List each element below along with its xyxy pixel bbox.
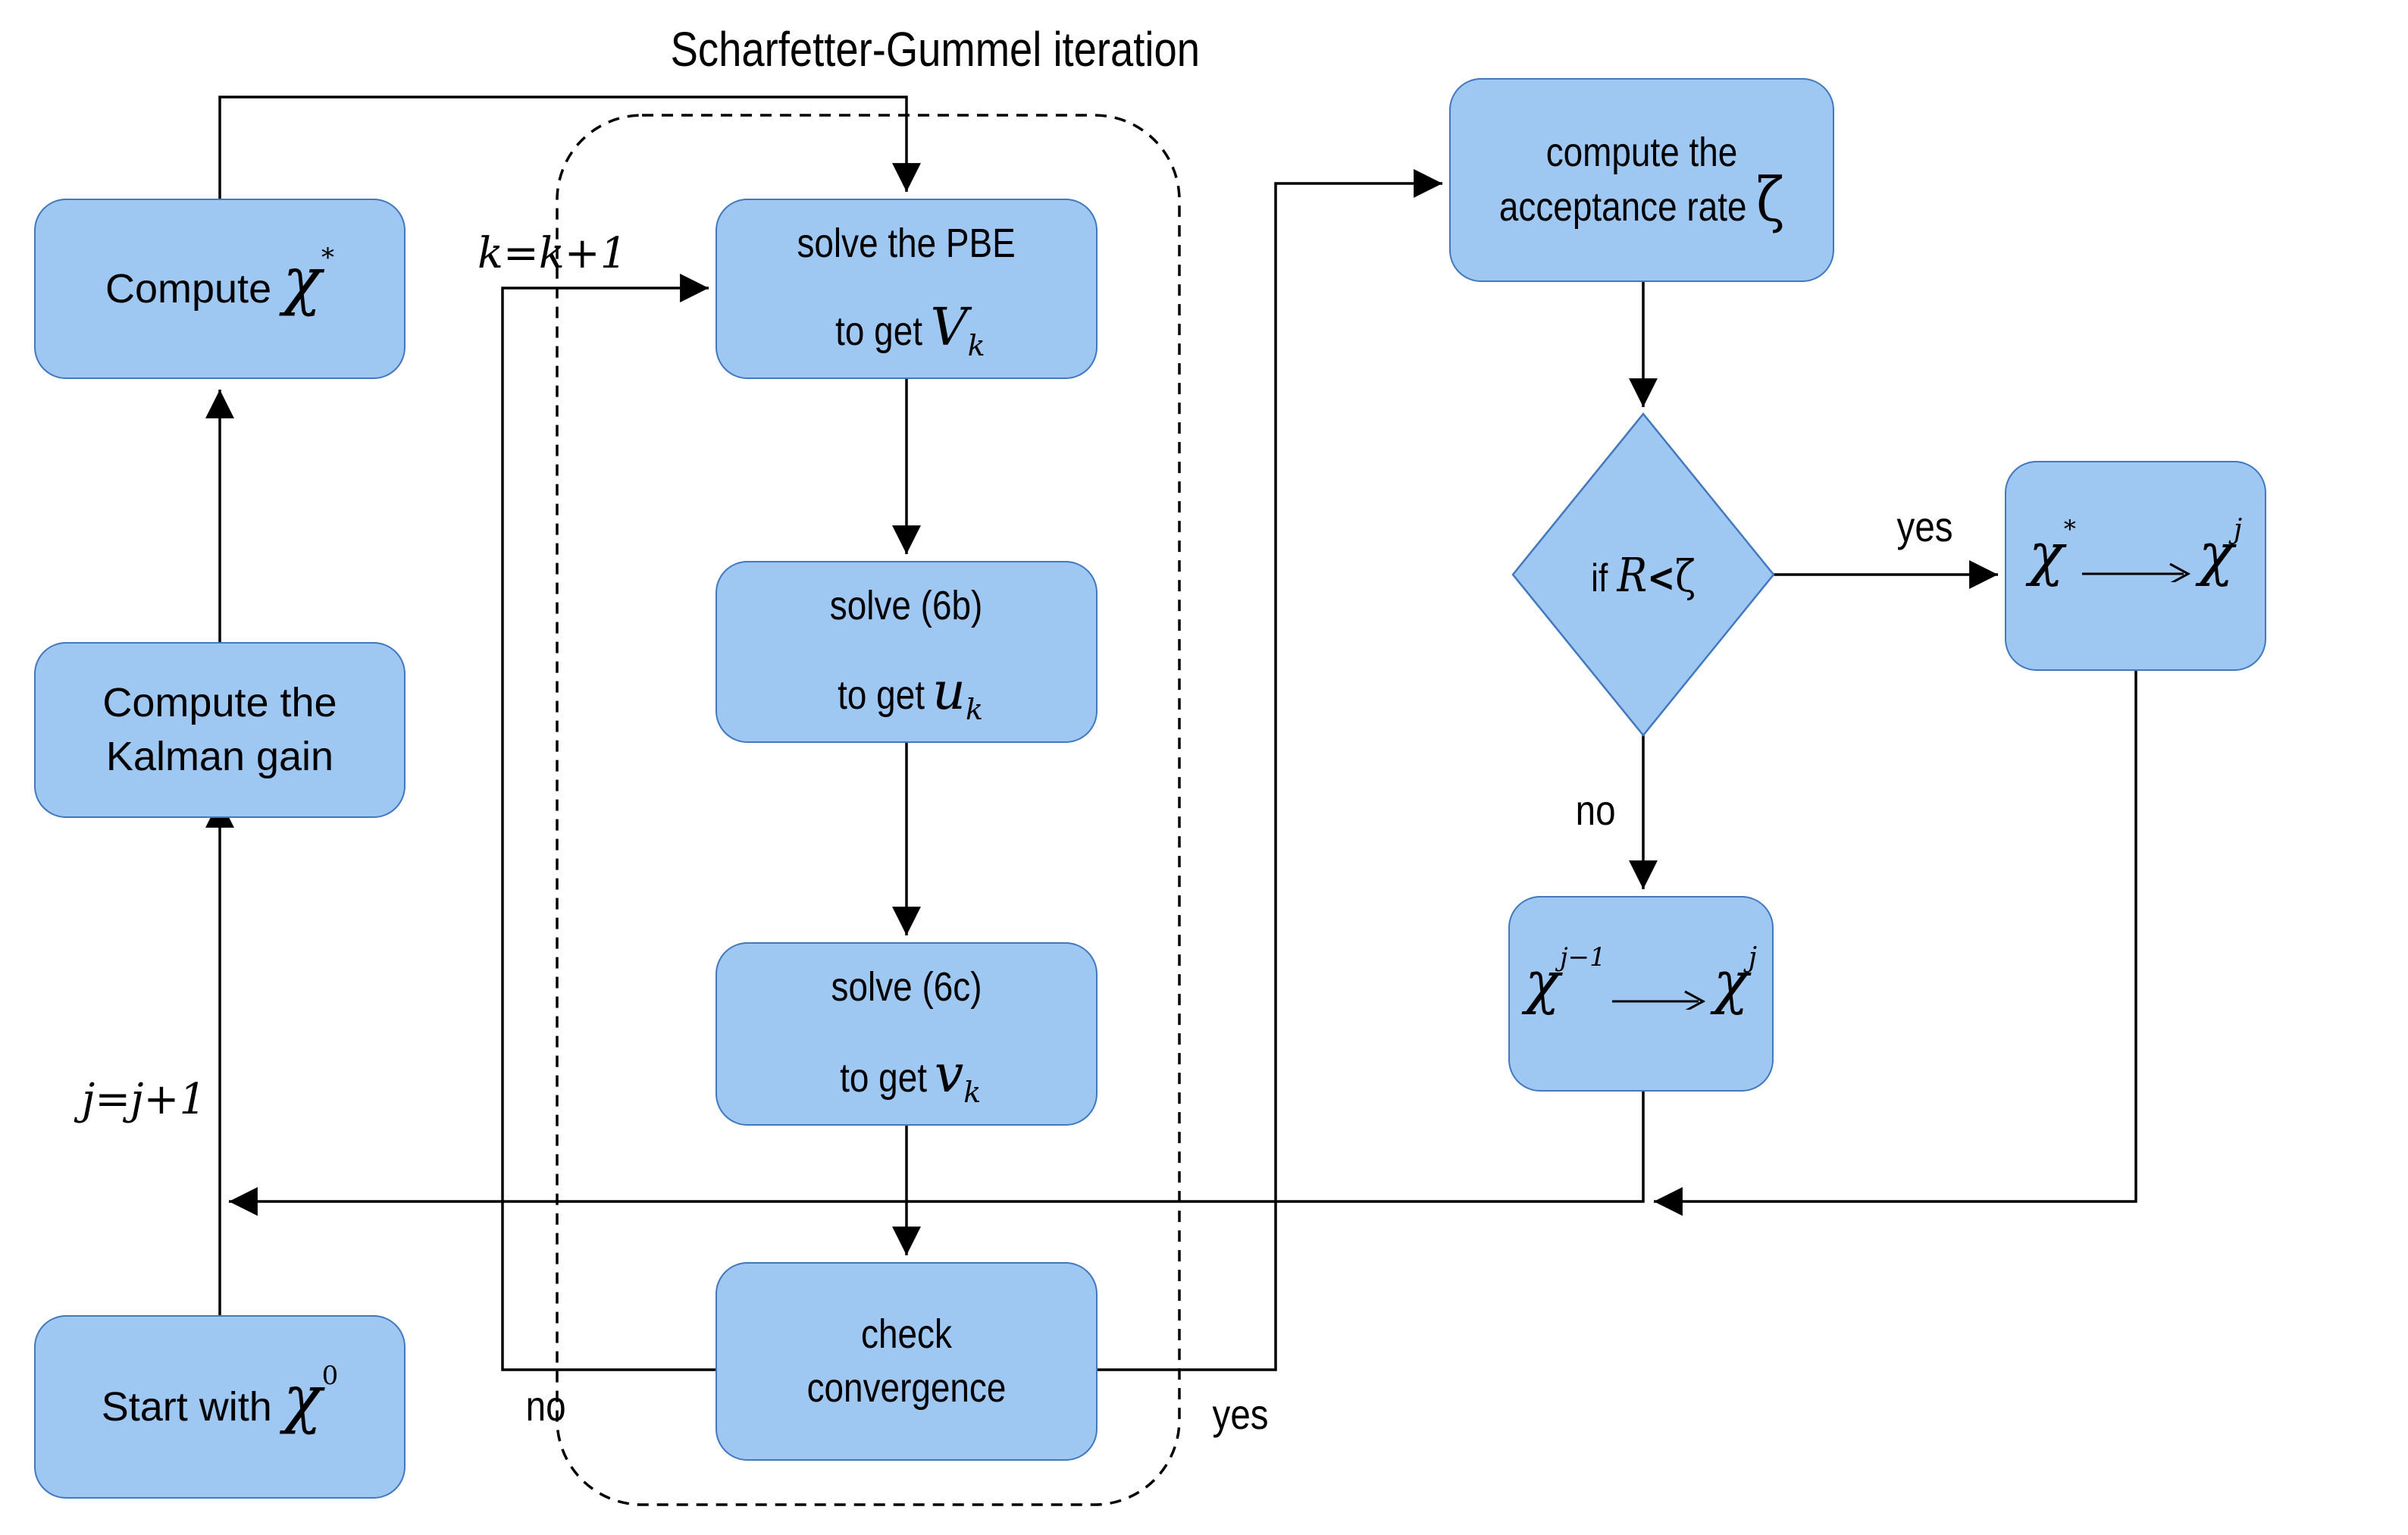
node-solve-6c-line2: to get vk	[839, 1045, 982, 1110]
node-kalman-gain: Compute the Kalman gain	[34, 642, 406, 818]
node-accept-chi-star-to-chi-j: χ*χj	[2005, 461, 2266, 671]
connector-reject-box-to-jloop	[229, 1092, 1645, 1216]
connector-check-yes-to-acceptance	[1098, 169, 1442, 1371]
node-start-label: Start with χ0	[101, 1361, 339, 1436]
diagram-title-text: Scharfetter-Gummel iteration	[670, 22, 1201, 77]
maps-to-arrow	[2081, 562, 2191, 585]
label-no-convergence: no	[525, 1382, 566, 1430]
connector-accept-box-to-junction	[1654, 671, 2137, 1216]
node-solve-6b-line1: solve (6b)	[830, 583, 983, 628]
node-solve-6c: solve (6c) to get vk	[716, 942, 1098, 1126]
node-decision-label: if R<ζ	[1591, 547, 1696, 603]
label-k-iteration: k=k+1	[478, 229, 628, 278]
connector-compute-chi-to-solve-pbe	[218, 96, 921, 199]
diagram-title: Scharfetter-Gummel iteration	[624, 21, 1245, 77]
node-check-convergence-label: check convergence	[806, 1311, 1007, 1411]
sg-loop-dotted-boundary	[556, 114, 1181, 1506]
node-start: Start with χ0	[34, 1315, 406, 1499]
node-check-convergence: check convergence	[716, 1262, 1098, 1461]
node-acceptance-rate-label: compute the acceptance rate ζ	[1498, 130, 1785, 235]
zeta-symbol: ζ	[1756, 164, 1785, 235]
node-kalman-gain-label: Compute the Kalman gain	[102, 679, 337, 779]
node-solve-pbe: solve the PBE to get Vk	[716, 199, 1098, 379]
label-j-iteration: j=j+1	[81, 1075, 207, 1124]
maps-to-arrow	[1611, 991, 1705, 1013]
decision-diamond	[1511, 412, 1775, 737]
label-yes-convergence: yes	[1212, 1390, 1270, 1438]
node-compute-chi-star-label: Compute χ*	[105, 243, 335, 318]
node-solve-pbe-line1: solve the PBE	[797, 221, 1016, 266]
node-solve-6b-line2: to get uk	[838, 662, 983, 727]
node-solve-pbe-line2: to get Vk	[835, 298, 985, 363]
connector-check-no-to-solve-pbe	[501, 274, 716, 1371]
node-accept-label: χ*χj	[2028, 514, 2243, 588]
label-no-decision: no	[1575, 786, 1616, 834]
node-acceptance-rate: compute the acceptance rate ζ	[1449, 78, 1834, 282]
node-compute-chi-star: Compute χ*	[34, 199, 406, 379]
label-yes-decision: yes	[1896, 503, 1954, 550]
node-solve-6b: solve (6b) to get uk	[716, 561, 1098, 743]
node-solve-6c-line1: solve (6c)	[831, 964, 982, 1010]
